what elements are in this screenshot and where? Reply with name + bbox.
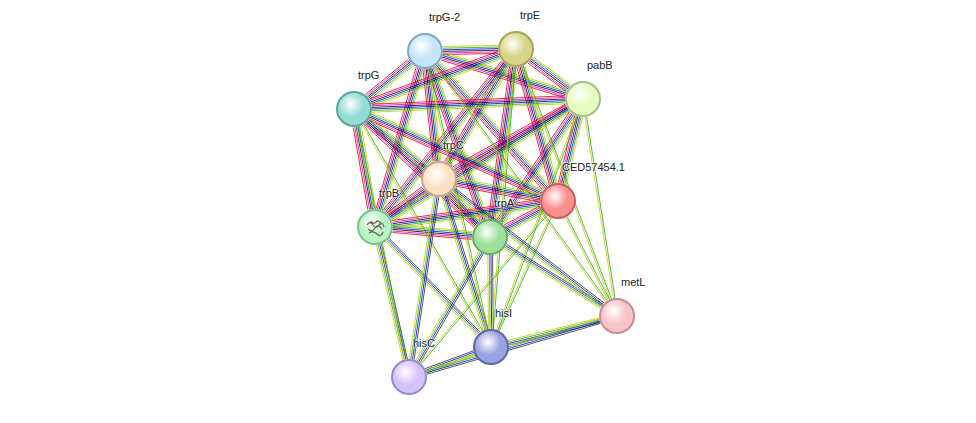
evidence-line	[369, 120, 479, 223]
evidence-line	[566, 217, 609, 300]
node-label: trpG-2	[429, 11, 460, 23]
evidence-line	[567, 217, 610, 300]
structure-thumbnail	[359, 211, 391, 243]
evidence-line	[369, 120, 540, 197]
evidence-line	[528, 63, 566, 91]
protein-node: pabB	[565, 81, 601, 117]
protein-node: CED57454.1	[540, 183, 576, 219]
node-label: trpA	[494, 197, 514, 209]
evidence-line	[356, 127, 371, 209]
evidence-line	[426, 319, 599, 370]
node-label: trpB	[379, 187, 399, 199]
node-label: trpG	[358, 69, 379, 81]
interaction-edge	[492, 67, 516, 329]
evidence-line	[454, 189, 603, 304]
interaction-edge	[566, 217, 610, 301]
interaction-edge	[386, 238, 480, 335]
evidence-line	[388, 239, 479, 333]
evidence-line	[411, 197, 436, 359]
evidence-line	[452, 192, 602, 307]
protein-node: trpE	[498, 31, 534, 67]
node-label: hisC	[413, 337, 435, 349]
evidence-line	[393, 204, 540, 225]
evidence-line	[489, 255, 491, 329]
node-label: metL	[621, 276, 645, 288]
interaction-edge	[504, 245, 603, 309]
evidence-line	[427, 322, 601, 373]
interaction-edge	[369, 113, 543, 197]
protein-node: trpB	[357, 209, 393, 245]
interaction-edge	[357, 127, 406, 360]
protein-node: trpA	[472, 219, 508, 255]
evidence-line	[529, 62, 567, 90]
evidence-line	[491, 255, 493, 329]
interaction-edge	[585, 117, 615, 299]
evidence-line	[455, 188, 605, 303]
evidence-line	[389, 238, 480, 332]
evidence-line	[487, 255, 489, 329]
evidence-line	[443, 45, 498, 46]
evidence-line	[427, 323, 601, 374]
evidence-line	[453, 191, 602, 306]
evidence-line	[436, 65, 607, 301]
protein-node: hisI	[473, 329, 509, 365]
evidence-line	[443, 49, 498, 50]
interaction-edge	[528, 57, 571, 92]
evidence-line	[493, 67, 515, 329]
evidence-line	[377, 245, 403, 360]
evidence-line	[523, 66, 611, 299]
node-label: pabB	[587, 59, 613, 71]
evidence-line	[457, 180, 541, 196]
protein-node: hisC	[391, 359, 427, 395]
evidence-line	[443, 50, 498, 51]
node-label: hisI	[495, 307, 512, 319]
protein-node: trpG	[336, 91, 372, 127]
node-label: trpE	[520, 9, 540, 21]
node-label: trpC	[443, 139, 464, 151]
interaction-edge	[443, 45, 498, 54]
evidence-line	[505, 247, 601, 307]
evidence-line	[504, 249, 600, 309]
evidence-line	[414, 197, 439, 359]
interaction-edge	[435, 65, 607, 302]
evidence-line	[530, 60, 568, 89]
evidence-line	[435, 66, 606, 302]
interaction-edge	[452, 188, 604, 307]
evidence-line	[387, 241, 478, 335]
evidence-line	[443, 47, 498, 48]
evidence-line	[531, 59, 569, 88]
protein-node: metL	[599, 298, 635, 334]
evidence-line	[413, 197, 438, 359]
evidence-line	[443, 52, 498, 53]
protein-node: trpC	[421, 161, 457, 197]
evidence-line	[532, 58, 570, 87]
evidence-line	[357, 127, 405, 360]
evidence-line	[370, 118, 480, 221]
node-label: CED57454.1	[562, 161, 625, 173]
evidence-line	[409, 196, 434, 358]
protein-node: trpG-2	[407, 33, 443, 69]
evidence-line	[492, 67, 514, 329]
evidence-line	[378, 245, 404, 360]
